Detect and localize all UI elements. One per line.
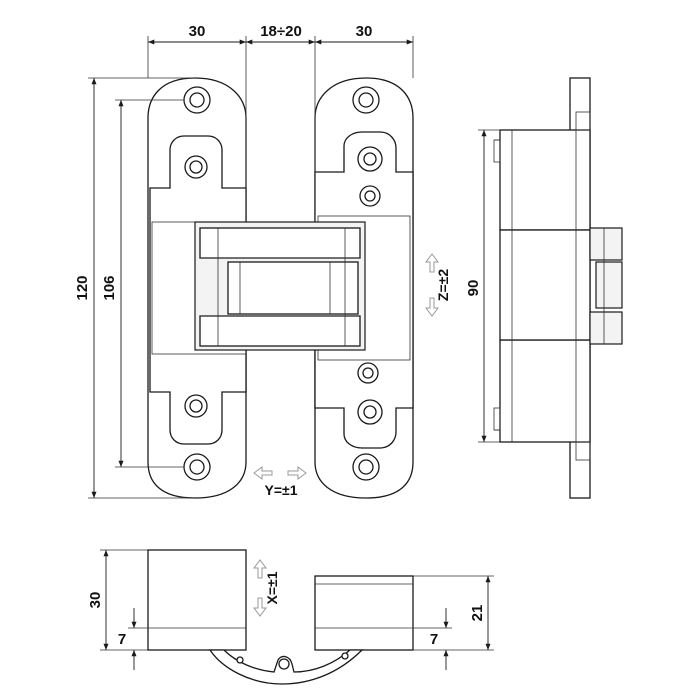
side-pin-bottom bbox=[589, 311, 623, 345]
z-adjustment: Z=±2 bbox=[425, 253, 451, 317]
front-view bbox=[147, 77, 414, 499]
right-top-hole bbox=[352, 86, 380, 114]
dim-bottom-left-offset-label: 7 bbox=[118, 631, 126, 648]
bottom-right-block bbox=[314, 575, 414, 651]
dim-hole-spacing-label: 106 bbox=[101, 275, 118, 300]
dim-bottom-right-height-label: 21 bbox=[469, 605, 486, 622]
y-adjustment-label: Y=±1 bbox=[265, 482, 298, 498]
mechanism-upper-bar bbox=[199, 227, 361, 259]
left-mid-bottom-hole bbox=[184, 394, 208, 418]
side-body-bottom bbox=[499, 339, 591, 443]
dim-bottom-right-offset-label: 7 bbox=[430, 631, 438, 648]
left-bottom-hole bbox=[183, 453, 211, 481]
side-dimensions: 90 bbox=[465, 129, 500, 443]
bottom-view bbox=[147, 549, 414, 685]
side-pin-mid bbox=[595, 261, 623, 309]
dim-overall-height-label: 120 bbox=[74, 275, 91, 300]
left-top-hole bbox=[183, 86, 211, 114]
dim-top-right-label: 30 bbox=[356, 23, 373, 40]
dim-bottom-height-label: 30 bbox=[87, 592, 104, 609]
y-adjustment: Y=±1 bbox=[253, 466, 307, 498]
right-adjust-screw-bottom-a bbox=[357, 362, 379, 384]
dim-side-height-label: 90 bbox=[465, 280, 482, 297]
bottom-left-block bbox=[147, 549, 247, 651]
side-body-top bbox=[499, 129, 591, 231]
side-pin-top bbox=[589, 227, 623, 261]
x-adjustment: X=±1 bbox=[253, 559, 280, 617]
left-mid-top-hole bbox=[184, 155, 208, 179]
side-body-center bbox=[499, 229, 591, 341]
bottom-right-dimensions: 7 21 bbox=[413, 575, 494, 670]
x-adjustment-label: X=±1 bbox=[264, 571, 280, 604]
z-adjustment-label: Z=±2 bbox=[435, 269, 451, 301]
mechanism-lower-bar bbox=[199, 315, 361, 347]
top-dimensions: 30 18÷20 30 bbox=[147, 23, 414, 222]
dim-top-gap-label: 18÷20 bbox=[260, 23, 302, 40]
bottom-left-dimensions: 30 7 bbox=[87, 549, 148, 670]
side-view bbox=[493, 77, 623, 499]
right-adjust-screw-top-b bbox=[359, 185, 381, 207]
right-adjust-screw-bottom-b bbox=[357, 399, 383, 425]
left-dimensions: 120 106 bbox=[74, 77, 195, 499]
dim-top-left-label: 30 bbox=[189, 23, 206, 40]
mechanism-center-bar bbox=[227, 261, 359, 315]
right-bottom-hole bbox=[352, 453, 380, 481]
right-adjust-screw-top-a bbox=[357, 146, 383, 172]
